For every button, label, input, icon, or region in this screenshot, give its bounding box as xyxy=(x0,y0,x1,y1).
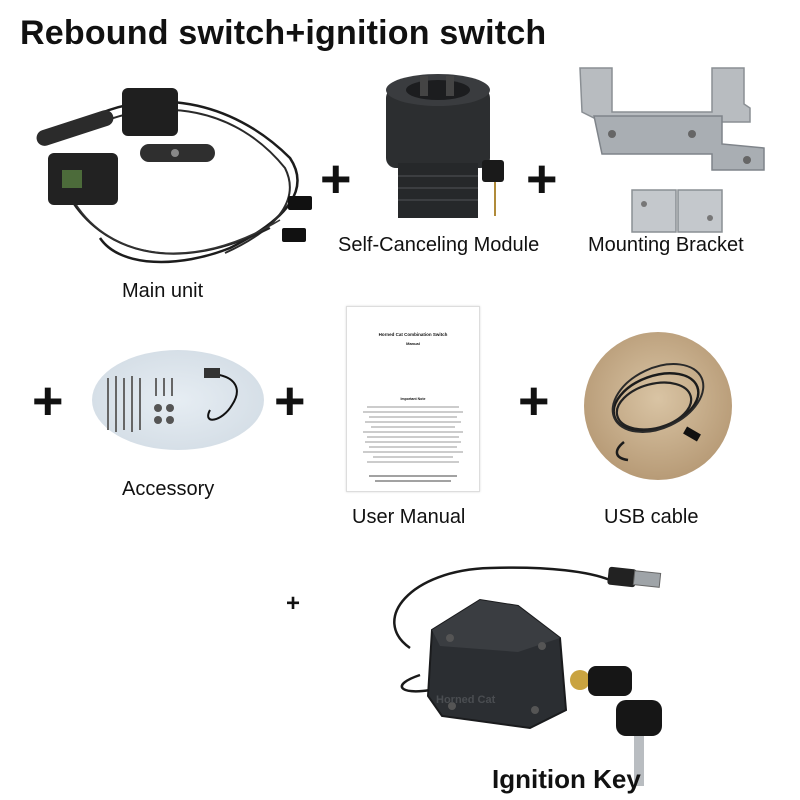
usb-cable-image xyxy=(584,332,732,480)
main-unit-image xyxy=(36,88,312,264)
user-manual-image: Horned Cat Combination Switch Manual Imp… xyxy=(346,306,480,492)
self-canceling-module-image xyxy=(386,74,504,218)
plus-sign: + xyxy=(320,149,352,209)
accessory-label: Accessory xyxy=(122,478,215,500)
mounting-bracket-label: Mounting Bracket xyxy=(588,234,744,256)
self-canceling-module-label: Self-Canceling Module xyxy=(338,234,540,256)
plus-sign: + xyxy=(274,371,306,431)
main-unit-label: Main unit xyxy=(122,280,204,302)
plus-sign: + xyxy=(286,590,301,617)
user-manual-label: User Manual xyxy=(352,506,466,528)
key-case-brand-text: Horned Cat xyxy=(436,694,496,706)
ignition-key-image xyxy=(393,566,662,786)
manual-footer-lines xyxy=(369,475,457,482)
plus-sign: + xyxy=(518,371,550,431)
usb-cable-label: USB cable xyxy=(604,506,699,528)
mounting-bracket-image xyxy=(579,67,765,233)
manual-title: Horned Cat Combination Switch xyxy=(378,332,448,337)
accessory-parts-icon xyxy=(107,368,238,432)
ignition-key-label: Ignition Key xyxy=(492,764,641,794)
plus-sign: + xyxy=(32,371,64,431)
plus-sign: + xyxy=(526,149,558,209)
page-title: Rebound switch+ignition switch xyxy=(20,14,547,52)
manual-note: Important Note xyxy=(400,397,426,401)
usb-cable-icon xyxy=(611,363,705,462)
manual-subtitle: Manual xyxy=(406,341,420,346)
manual-text-lines xyxy=(363,406,463,463)
